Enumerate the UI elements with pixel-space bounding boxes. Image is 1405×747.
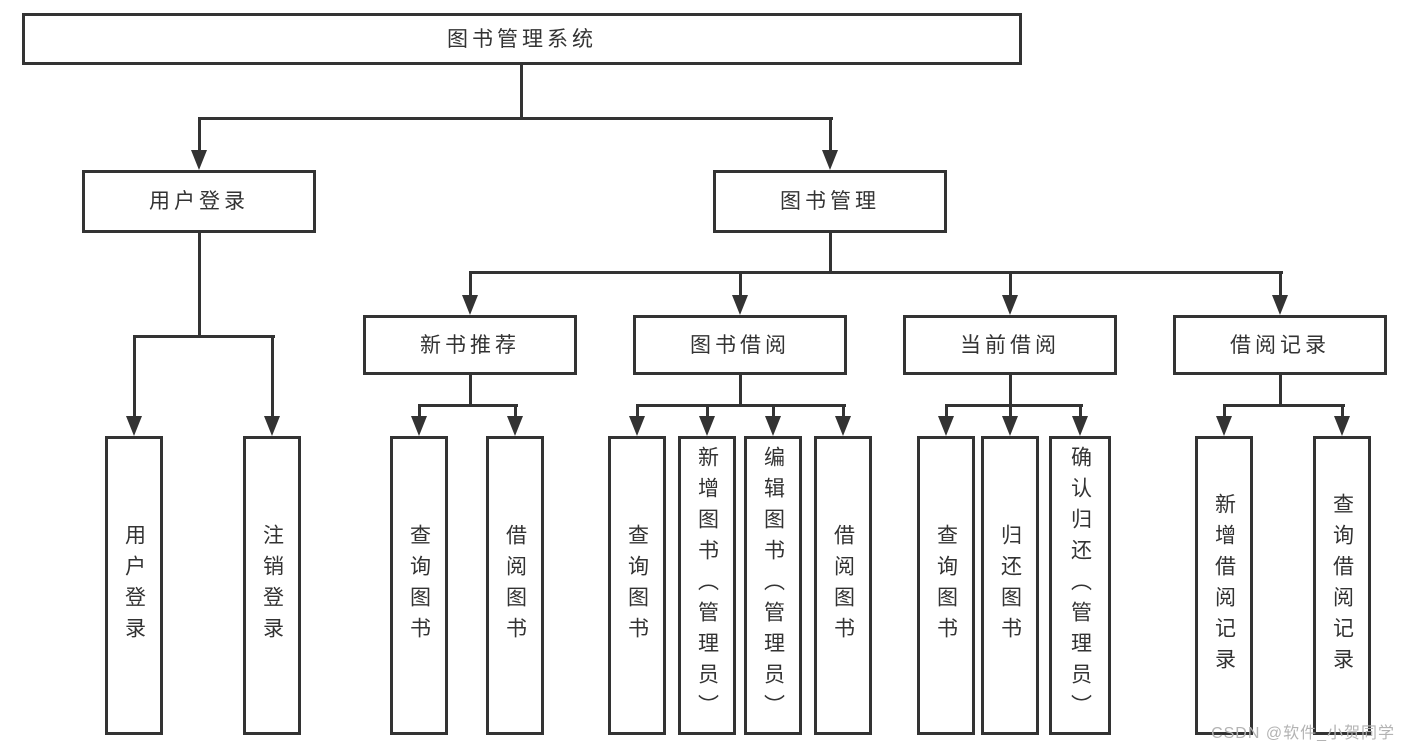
connector-borrow-records-branch (1223, 404, 1345, 407)
connector-new-books-stem (469, 373, 472, 407)
arrow-user-login-head (191, 150, 207, 170)
connector-book-borrow-branch (636, 404, 846, 407)
leaf-logout: 注销登录 (243, 436, 301, 735)
arrow-current-borrow-stem (1009, 271, 1012, 297)
arrow-br-query-head (1334, 416, 1350, 436)
arrow-nb-borrow-stem (514, 404, 517, 418)
csdn-watermark: CSDN @软件_小贺同学 (1211, 725, 1395, 742)
arrow-book-borrow-head (732, 295, 748, 315)
arrow-nb-borrow-head (507, 416, 523, 436)
connector-book-borrow-stem2 (739, 373, 742, 407)
connector-level3-branch (469, 271, 1283, 274)
leaf-bb-edit-books-admin: 编辑图书（管理员） (744, 436, 802, 735)
arrow-leaf-logout-head (264, 416, 280, 436)
node-borrow-records: 借阅记录 (1173, 315, 1387, 375)
arrow-book-management-head (822, 150, 838, 170)
arrow-borrow-records-head (1272, 295, 1288, 315)
arrow-cb-confirm-stem (1079, 404, 1082, 418)
arrow-bb-add-stem (706, 404, 709, 418)
arrow-borrow-records-stem (1279, 271, 1282, 297)
arrow-new-books-stem (469, 271, 472, 297)
arrow-book-borrow-stem (739, 271, 742, 297)
arrow-leaf-user-login-head (126, 416, 142, 436)
arrow-cb-query-stem (945, 404, 948, 418)
connector-borrow-records-stem2 (1279, 373, 1282, 407)
arrow-bb-query-head (629, 416, 645, 436)
leaf-bb-query-books: 查询图书 (608, 436, 666, 735)
arrow-current-borrow-head (1002, 295, 1018, 315)
leaf-cb-query-books: 查询图书 (917, 436, 975, 735)
arrow-bb-borrow-stem (842, 404, 845, 418)
connector-root-stem (520, 65, 523, 120)
node-book-management: 图书管理 (713, 170, 947, 233)
connector-user-login-branch (133, 335, 275, 338)
arrow-br-add-stem (1223, 404, 1226, 418)
arrow-user-login-stem (198, 117, 201, 152)
leaf-br-query-record: 查询借阅记录 (1313, 436, 1371, 735)
node-current-borrow: 当前借阅 (903, 315, 1117, 375)
leaf-cb-confirm-return-admin: 确认归还（管理员） (1049, 436, 1111, 735)
leaf-cb-return-books: 归还图书 (981, 436, 1039, 735)
arrow-book-management-stem (829, 117, 832, 152)
node-library-system: 图书管理系统 (22, 13, 1022, 65)
node-book-borrow: 图书借阅 (633, 315, 847, 375)
node-new-books: 新书推荐 (363, 315, 577, 375)
arrow-nb-query-head (411, 416, 427, 436)
arrow-new-books-head (462, 295, 478, 315)
arrow-bb-edit-stem (772, 404, 775, 418)
arrow-cb-confirm-head (1072, 416, 1088, 436)
leaf-bb-borrow-books: 借阅图书 (814, 436, 872, 735)
leaf-nb-query-books: 查询图书 (390, 436, 448, 735)
arrow-bb-query-stem (636, 404, 639, 418)
arrow-cb-return-stem (1009, 404, 1012, 418)
leaf-br-add-record: 新增借阅记录 (1195, 436, 1253, 735)
arrow-nb-query-stem (418, 404, 421, 418)
leaf-nb-borrow-books: 借阅图书 (486, 436, 544, 735)
connector-current-borrow-stem2 (1009, 373, 1012, 407)
arrow-cb-return-head (1002, 416, 1018, 436)
arrow-bb-add-head (699, 416, 715, 436)
arrow-leaf-logout-stem (271, 335, 274, 418)
connector-new-books-branch (418, 404, 518, 407)
arrow-cb-query-head (938, 416, 954, 436)
leaf-user-login: 用户登录 (105, 436, 163, 735)
arrow-br-add-head (1216, 416, 1232, 436)
arrow-leaf-user-login-stem (133, 335, 136, 418)
arrow-bb-edit-head (765, 416, 781, 436)
connector-current-borrow-branch (945, 404, 1083, 407)
arrow-br-query-stem (1341, 404, 1344, 418)
node-user-login: 用户登录 (82, 170, 316, 233)
leaf-bb-add-books-admin: 新增图书（管理员） (678, 436, 736, 735)
connector-user-login-stem (198, 233, 201, 338)
connector-book-management-stem (829, 233, 832, 274)
connector-level2-branch (198, 117, 833, 120)
arrow-bb-borrow-head (835, 416, 851, 436)
